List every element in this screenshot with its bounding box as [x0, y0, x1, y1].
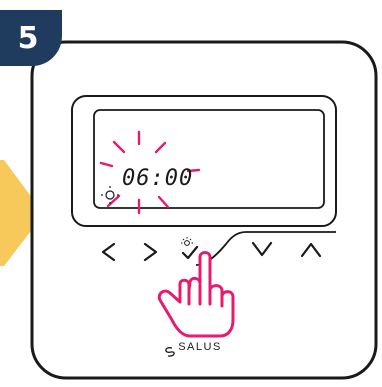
- brand-label: SALUS: [150, 341, 250, 355]
- step-number-badge: 5: [0, 10, 62, 66]
- lcd-time-display: 06:00: [122, 166, 192, 192]
- lcd-screen: [94, 110, 324, 208]
- step-number: 5: [18, 21, 39, 56]
